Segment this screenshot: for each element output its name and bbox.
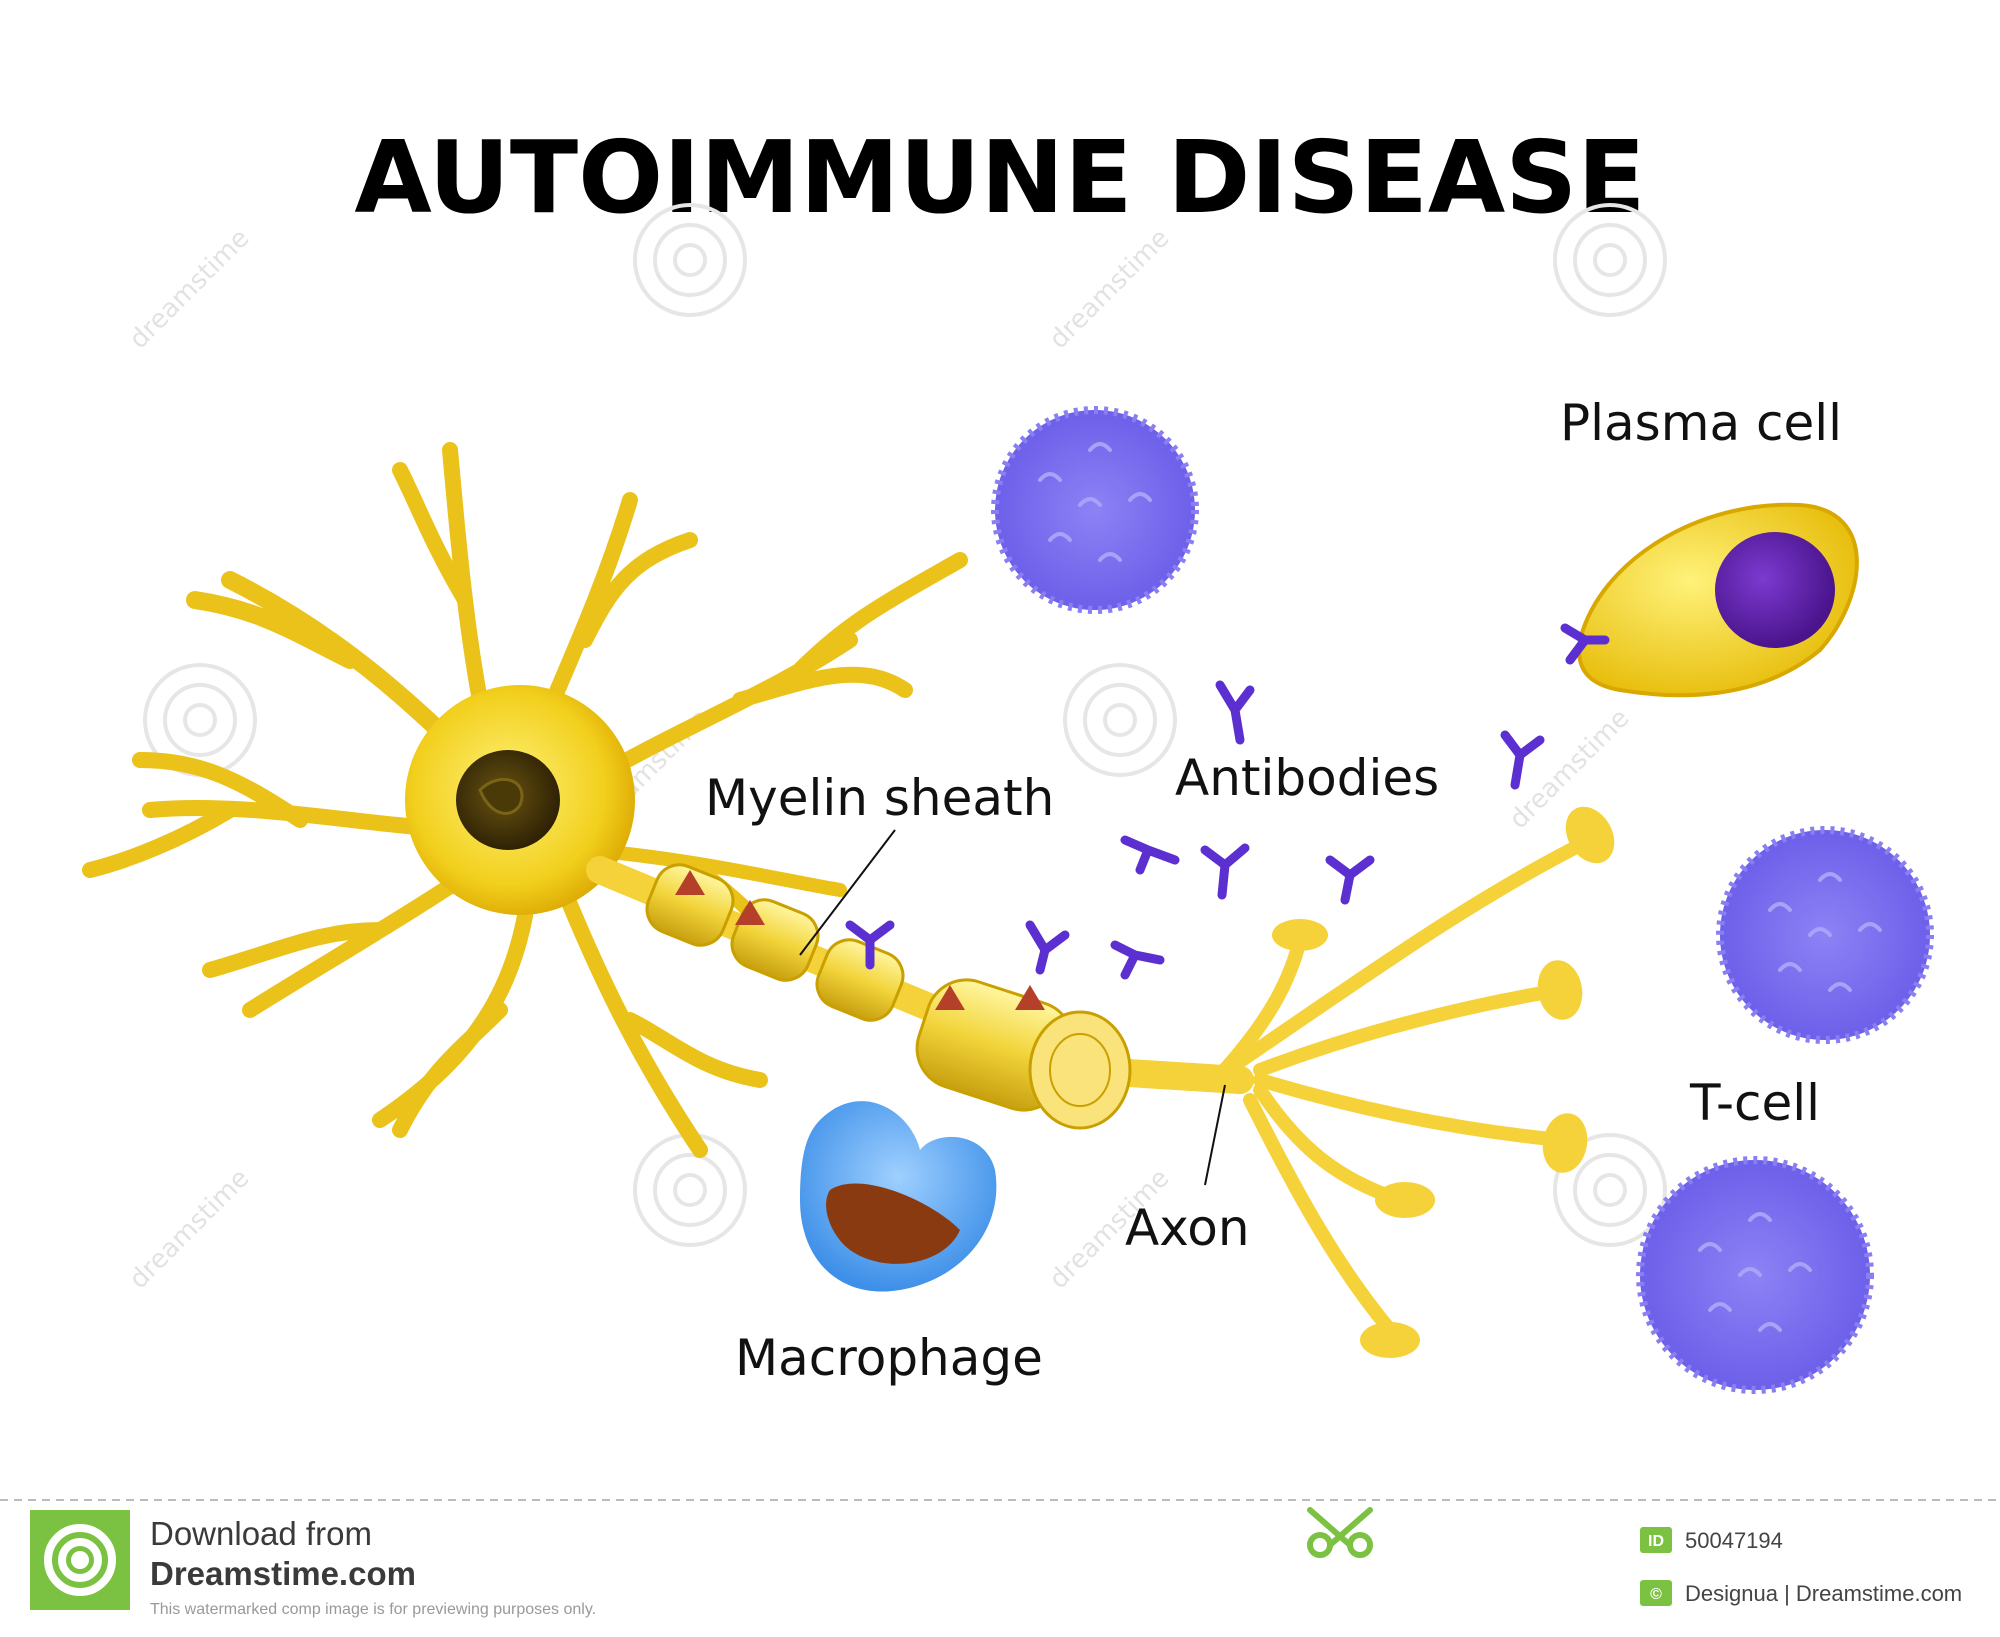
axon-terminal-bulbs — [1272, 806, 1615, 1358]
antibody-icon — [1110, 940, 1165, 980]
label-plasma-cell: Plasma cell — [1560, 394, 1842, 452]
antibody-icon — [1560, 623, 1610, 665]
antibody-icon — [1215, 680, 1255, 745]
copyright-badge-label: © — [1650, 1586, 1662, 1603]
antibodies — [845, 623, 1610, 980]
dreamstime-swirl-icon — [44, 1524, 116, 1596]
myelin-damage-markers — [675, 870, 1045, 1010]
antibody-icon — [1200, 843, 1250, 900]
label-antibodies: Antibodies — [1175, 749, 1439, 807]
footer-image-id: 50047194 — [1685, 1528, 1783, 1553]
myelin-sheath — [645, 863, 1132, 1130]
label-macrophage: Macrophage — [735, 1329, 1043, 1387]
myelin-leader-line — [799, 829, 896, 956]
footer-download-text: Download from — [150, 1515, 372, 1552]
id-badge — [1640, 1527, 1672, 1553]
antibody-icon — [1325, 855, 1375, 905]
axon-leader-line — [1204, 1084, 1226, 1186]
antibody-icon — [1025, 920, 1070, 975]
antibody-icon — [1120, 835, 1180, 875]
t-cell — [1716, 826, 1934, 1044]
label-myelin-sheath: Myelin sheath — [705, 769, 1054, 827]
footer: Download from Dreamstime.com This waterm… — [0, 1499, 2000, 1618]
label-t-cell: T-cell — [1689, 1074, 1820, 1132]
t-cell — [991, 406, 1199, 614]
id-badge-label: ID — [1648, 1533, 1664, 1550]
footer-credit: Designua | Dreamstime.com — [1685, 1581, 1962, 1606]
watermark-text: dreamstime — [124, 1163, 256, 1295]
axon-terminals — [1213, 833, 1597, 1337]
watermark-logo-icon — [1553, 1133, 1667, 1247]
watermark-logo-icon — [633, 1133, 747, 1247]
watermark-logo-icon — [1553, 203, 1667, 317]
watermark-logo-icon — [1063, 663, 1177, 777]
watermark-text: dreamstime — [1044, 223, 1176, 355]
footer-disclaimer: This watermarked comp image is for previ… — [150, 1601, 596, 1618]
footer-brand-link[interactable]: Dreamstime.com — [150, 1555, 416, 1592]
watermark-text: dreamstime — [124, 223, 256, 355]
macrophage — [800, 1101, 997, 1292]
scissors-icon — [1307, 1507, 1373, 1558]
antibody-icon — [1500, 730, 1545, 790]
watermark-logo-icon — [633, 203, 747, 317]
diagram-title: AUTOIMMUNE DISEASE — [354, 119, 1645, 236]
plasma-cell — [1577, 502, 1859, 698]
antibody-icon — [845, 920, 895, 970]
label-axon: Axon — [1125, 1199, 1250, 1257]
t-cell — [1636, 1156, 1874, 1394]
copyright-badge — [1640, 1580, 1672, 1606]
